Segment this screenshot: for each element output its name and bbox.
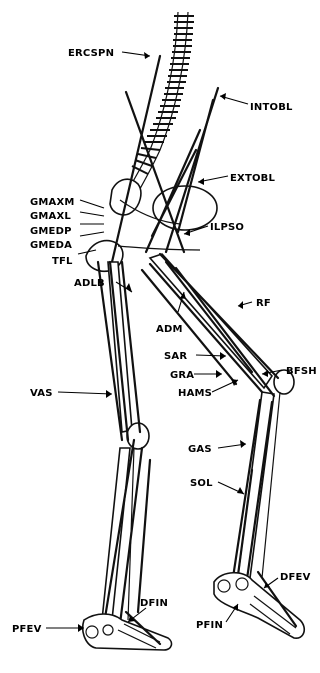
label-gra: GRA (170, 370, 194, 381)
label-intobl: INTOBL (250, 102, 293, 113)
label-gmeda: GMEDA (30, 240, 72, 251)
label-rf: RF (256, 298, 271, 309)
label-sol: SOL (190, 478, 213, 489)
label-ilpso: ILPSO (210, 222, 244, 233)
label-hams: HAMS (178, 388, 212, 399)
label-bfsh: BFSH (286, 366, 317, 377)
label-gmaxm: GMAXM (30, 197, 75, 208)
label-ercspn: ERCSPN (68, 48, 114, 59)
spine (124, 12, 194, 200)
label-gmaxl: GMAXL (30, 211, 71, 222)
trunk-muscles (112, 56, 218, 262)
left-leg (83, 262, 172, 650)
label-gas: GAS (188, 444, 212, 455)
label-adlb: ADLB (74, 278, 105, 289)
label-sar: SAR (164, 351, 187, 362)
label-adm: ADM (156, 324, 183, 335)
label-tfl: TFL (52, 256, 73, 267)
label-pfin: PFIN (196, 620, 223, 631)
label-extobl: EXTOBL (230, 173, 275, 184)
label-dfev: DFEV (280, 572, 311, 583)
label-pfev: PFEV (12, 624, 42, 635)
label-dfin: DFIN (140, 598, 168, 609)
label-vas: VAS (30, 388, 53, 399)
label-gmedp: GMEDP (30, 226, 72, 237)
